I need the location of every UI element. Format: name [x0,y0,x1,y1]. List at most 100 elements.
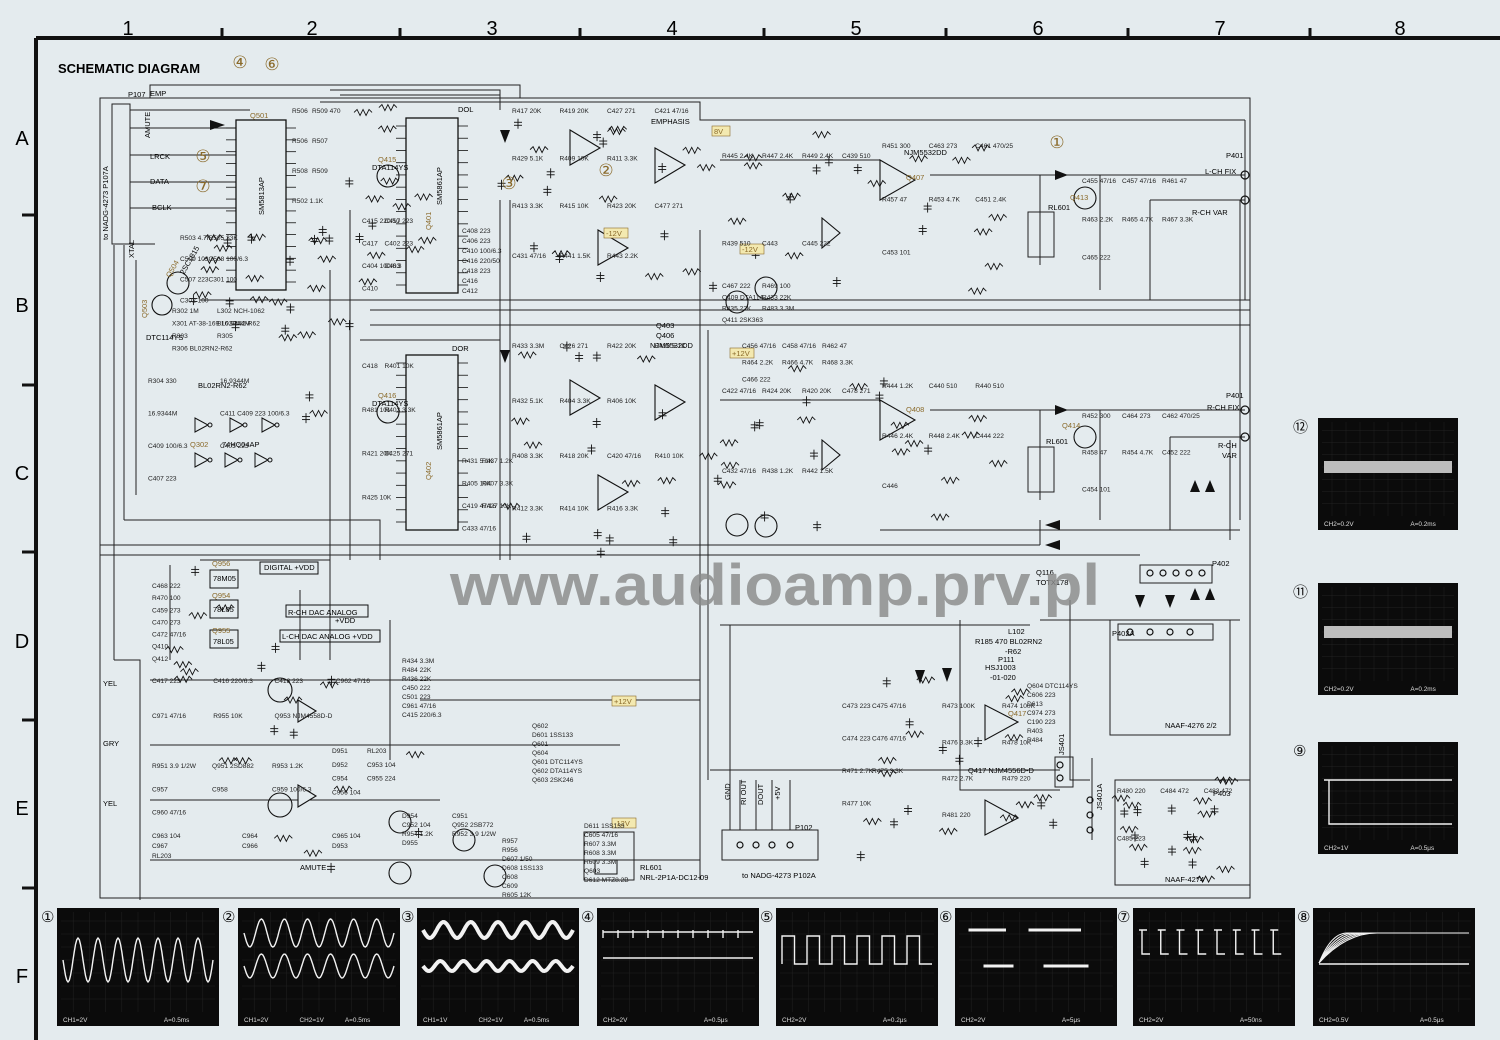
callout-5: ⑤ [195,147,210,166]
q116-label: Q116 [1036,568,1054,577]
minus-12v-label: -12V [614,819,630,828]
sm5861-b-label: SM5861AP [435,412,444,450]
scope-number: ⑥ [939,909,952,926]
dol-label: DOL [458,105,473,114]
q413-label: Q413 [1070,193,1088,202]
component-reference: 16.9344M [220,378,249,385]
component-reference: C425 271 [385,451,414,458]
component-reference: R957 [502,838,518,845]
q408-label: Q408 [906,405,924,414]
scope-number: ④ [581,909,594,926]
component-reference: R458 47 [1082,450,1107,457]
component-reference: C971 47/16 [152,713,186,720]
q503-label: Q503 [140,300,149,318]
row-label: F [16,966,28,988]
pin-ri-out: RI OUT [739,779,748,805]
component-reference: R403 3.3K [385,407,417,414]
scope-trace [602,930,753,959]
component-reference: C467 222 [722,283,751,290]
component-reference: 16.9344M [148,411,177,418]
callout-7: ⑦ [195,177,210,196]
component-reference: R952 3.9 1/2W [452,831,497,838]
component-reference: Q602 [532,723,548,730]
pin-5v: +5V [773,786,782,800]
component-reference: Q952 2SB772 [452,822,494,829]
component-reference: Q603 2SK246 [532,777,574,784]
component-reference: C957 [152,786,168,793]
component-reference: R451 300 [882,143,911,150]
component-reference: C964 [242,833,258,840]
column-label: 5 [850,18,861,40]
callout-3: ③ [501,174,516,193]
wiring [99,84,1251,900]
scope-timebase: A=50ns [1240,1017,1262,1024]
component-reference: R442 1.5K [802,468,834,475]
component-reference: C416 220/6.3 [213,678,253,685]
scope-timebase: A=0.5ms [524,1017,549,1024]
component-reference: R608 3.3M [584,850,616,857]
component-reference: D952 [332,762,348,769]
scope-timebase: A=0.2μs [883,1017,907,1024]
component-reference: C452 222 [1162,450,1191,457]
column-label: 2 [306,18,317,40]
component-reference: R502 1.1K [292,198,324,205]
pin-xtal: XTAL [127,240,136,258]
component-reference: Q604 [532,750,548,757]
pin-dout: DOUT [756,783,765,805]
component-reference: Q601 DTC114YS [532,759,583,766]
rl601-label: RL601 [1048,203,1070,212]
component-reference: C458 47/16 [782,343,816,350]
component-reference: R445 2.4K [722,153,754,160]
q955-label: Q955 [212,626,230,635]
component-reference: D951 [332,748,348,755]
scope-timebase: A=0.5ms [345,1017,370,1024]
q956-label: Q956 [212,559,230,568]
component-reference: D953 [332,843,348,850]
scope-channel-scale: CH2=2V [603,1017,628,1024]
component-reference: Q953 NJM4558D-D [275,713,333,720]
q401-label: Q401 [424,212,433,230]
scope-timebase: A=5μs [1062,1017,1080,1024]
component-reference: Q603 [584,868,600,875]
component-reference: C406 223 [462,238,491,245]
component-reference: C952 104 [402,822,431,829]
component-reference: C417 223 [152,678,181,685]
scope-channel-scale: CH2=0.5V [1319,1017,1349,1024]
component-reference: R303 [172,333,188,340]
component-reference: C301 100 [209,277,238,284]
component-reference: C411 C409 223 100/6.3 [220,411,290,418]
component-reference: R453 4.7K [929,196,961,203]
rl601-label: RL601 [1046,437,1068,446]
scope-trace [781,935,932,965]
scope-trace [1324,461,1452,473]
component-reference: C404 100/6.3 [362,263,402,270]
p102-destination: to NADG-4273 P102A [742,871,816,880]
ic-q402-body [405,354,459,531]
diagram-title: SCHEMATIC DIAGRAM [58,61,200,76]
scope-grid [780,912,934,1012]
component-reference: C459 273 [152,607,181,614]
component-reference: C422 47/16 [722,388,756,395]
component-reference: R481 220 [942,812,971,819]
component-reference: C427 271 [607,108,636,115]
scope-channel-scale: CH2=2V [1139,1017,1164,1024]
yel-wire-label: YEL [103,679,117,688]
connector-labels: P107 to NADG-4273 P107A EMP AMUTE LRCK D… [101,89,1244,884]
column-labels: 1 2 3 4 5 6 7 8 [122,18,1405,40]
column-label: 7 [1214,18,1225,40]
component-reference: R509 [312,168,328,175]
component-reference: C484 472 [1160,788,1189,795]
component-reference: Q411 2SK363 [722,317,763,324]
q406-label: Q406 [656,331,674,340]
dtc114ys-label: DTC114YS [146,333,183,342]
op-amps [297,129,1020,836]
callout-4: ④ [232,53,247,72]
jack-terminals [736,170,1250,849]
r185-suffix-label: -R62 [1005,647,1021,656]
component-reference: R478 10K [1002,739,1032,746]
component-reference: R509 470 [312,108,341,115]
component-reference: R430 5.1K [655,343,687,350]
component-reference: R422 20K [607,343,637,350]
